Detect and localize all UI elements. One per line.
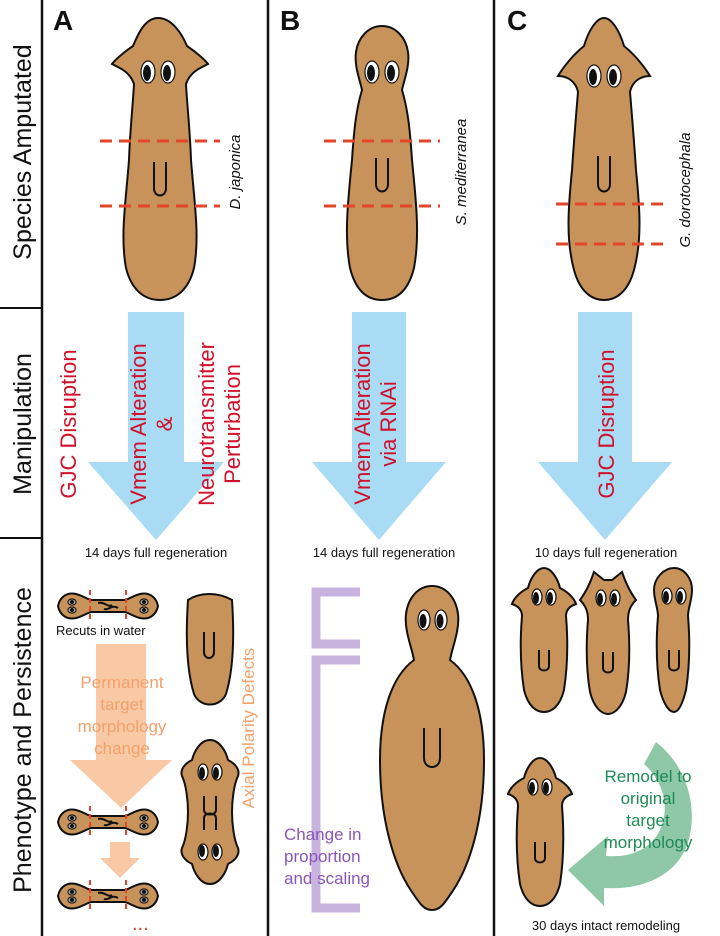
planarian-s-mediterranea: [345, 24, 419, 302]
manip-a-mid-1: Vmem Alteration: [126, 343, 151, 504]
panel-letter-a: A: [53, 5, 73, 36]
manipulation-arrow-a: [88, 312, 224, 540]
regenerated-worm-c-2: [578, 570, 638, 716]
proportion-bracket-top: [311, 587, 360, 649]
manip-c: GJC Disruption: [594, 349, 619, 498]
headless-fragment-worm: [185, 593, 235, 706]
regenerated-worm-c-3: [652, 566, 694, 714]
remodel-line-4: morphology: [604, 833, 693, 852]
vertical-double-head-worm: [180, 738, 240, 886]
double-head-worm-1: [57, 589, 159, 623]
change-line-3: and scaling: [284, 869, 370, 888]
permanent-line-4: change: [94, 739, 150, 758]
manip-a-left: GJC Disruption: [56, 349, 81, 498]
manip-b-2: via RNAi: [376, 381, 401, 467]
planarian-d-japonica: [110, 16, 210, 302]
row-label-phenotype: Phenotype and Persistence: [9, 587, 37, 893]
manip-a-right-1: Neurotransmitter: [194, 342, 219, 506]
row-label-manipulation: Manipulation: [9, 353, 37, 495]
permanent-line-3: morphology: [78, 717, 167, 736]
intact-remodeling-label: 30 days intact remodeling: [532, 918, 680, 933]
proportion-bracket-bottom: [311, 655, 360, 913]
regen-label-b: 14 days full regeneration: [313, 545, 455, 560]
remodel-arrow: [568, 742, 692, 906]
permanent-line-2: target: [100, 695, 144, 714]
panel-letter-c: C: [507, 5, 527, 36]
regen-label-a: 14 days full regeneration: [85, 545, 227, 560]
remodel-line-2: original: [621, 789, 676, 808]
change-line-2: proportion: [284, 847, 361, 866]
regenerated-worm-c-1: [510, 566, 578, 714]
manip-a-right-2: Perturbation: [220, 364, 245, 484]
row-label-species: Species Amputated: [9, 44, 37, 259]
small-orange-arrow: [100, 842, 140, 878]
species-label-b: S. mediterranea: [453, 119, 470, 226]
manip-b-1: Vmem Alteration: [350, 343, 375, 504]
planarian-b-regenerated: [378, 584, 486, 912]
remodeled-worm-c: [506, 756, 574, 908]
regen-label-c: 10 days full regeneration: [535, 545, 677, 560]
double-head-worm-2: [57, 805, 159, 839]
recuts-label: Recuts in water: [56, 623, 146, 638]
manipulation-arrow-b: [312, 312, 446, 540]
panel-borders: [0, 0, 496, 936]
planarian-g-dorotocephala: [556, 16, 652, 302]
ellipsis: ...: [132, 913, 149, 935]
permanent-line-1: Permanent: [80, 673, 163, 692]
permanent-change-arrow: [70, 644, 172, 808]
remodel-line-1: Remodel to: [605, 767, 692, 786]
manip-a-mid-2: &: [152, 416, 177, 431]
species-label-a: D. japonica: [227, 134, 244, 209]
panel-letter-b: B: [280, 5, 300, 36]
manipulation-arrow-c: [538, 312, 672, 540]
change-line-1: Change in: [284, 825, 362, 844]
double-head-worm-3: [57, 879, 159, 913]
species-label-c: G. dorotocephala: [677, 132, 694, 247]
remodel-line-3: target: [626, 811, 670, 830]
axial-polarity-label: Axial Polarity Defects: [239, 648, 258, 809]
